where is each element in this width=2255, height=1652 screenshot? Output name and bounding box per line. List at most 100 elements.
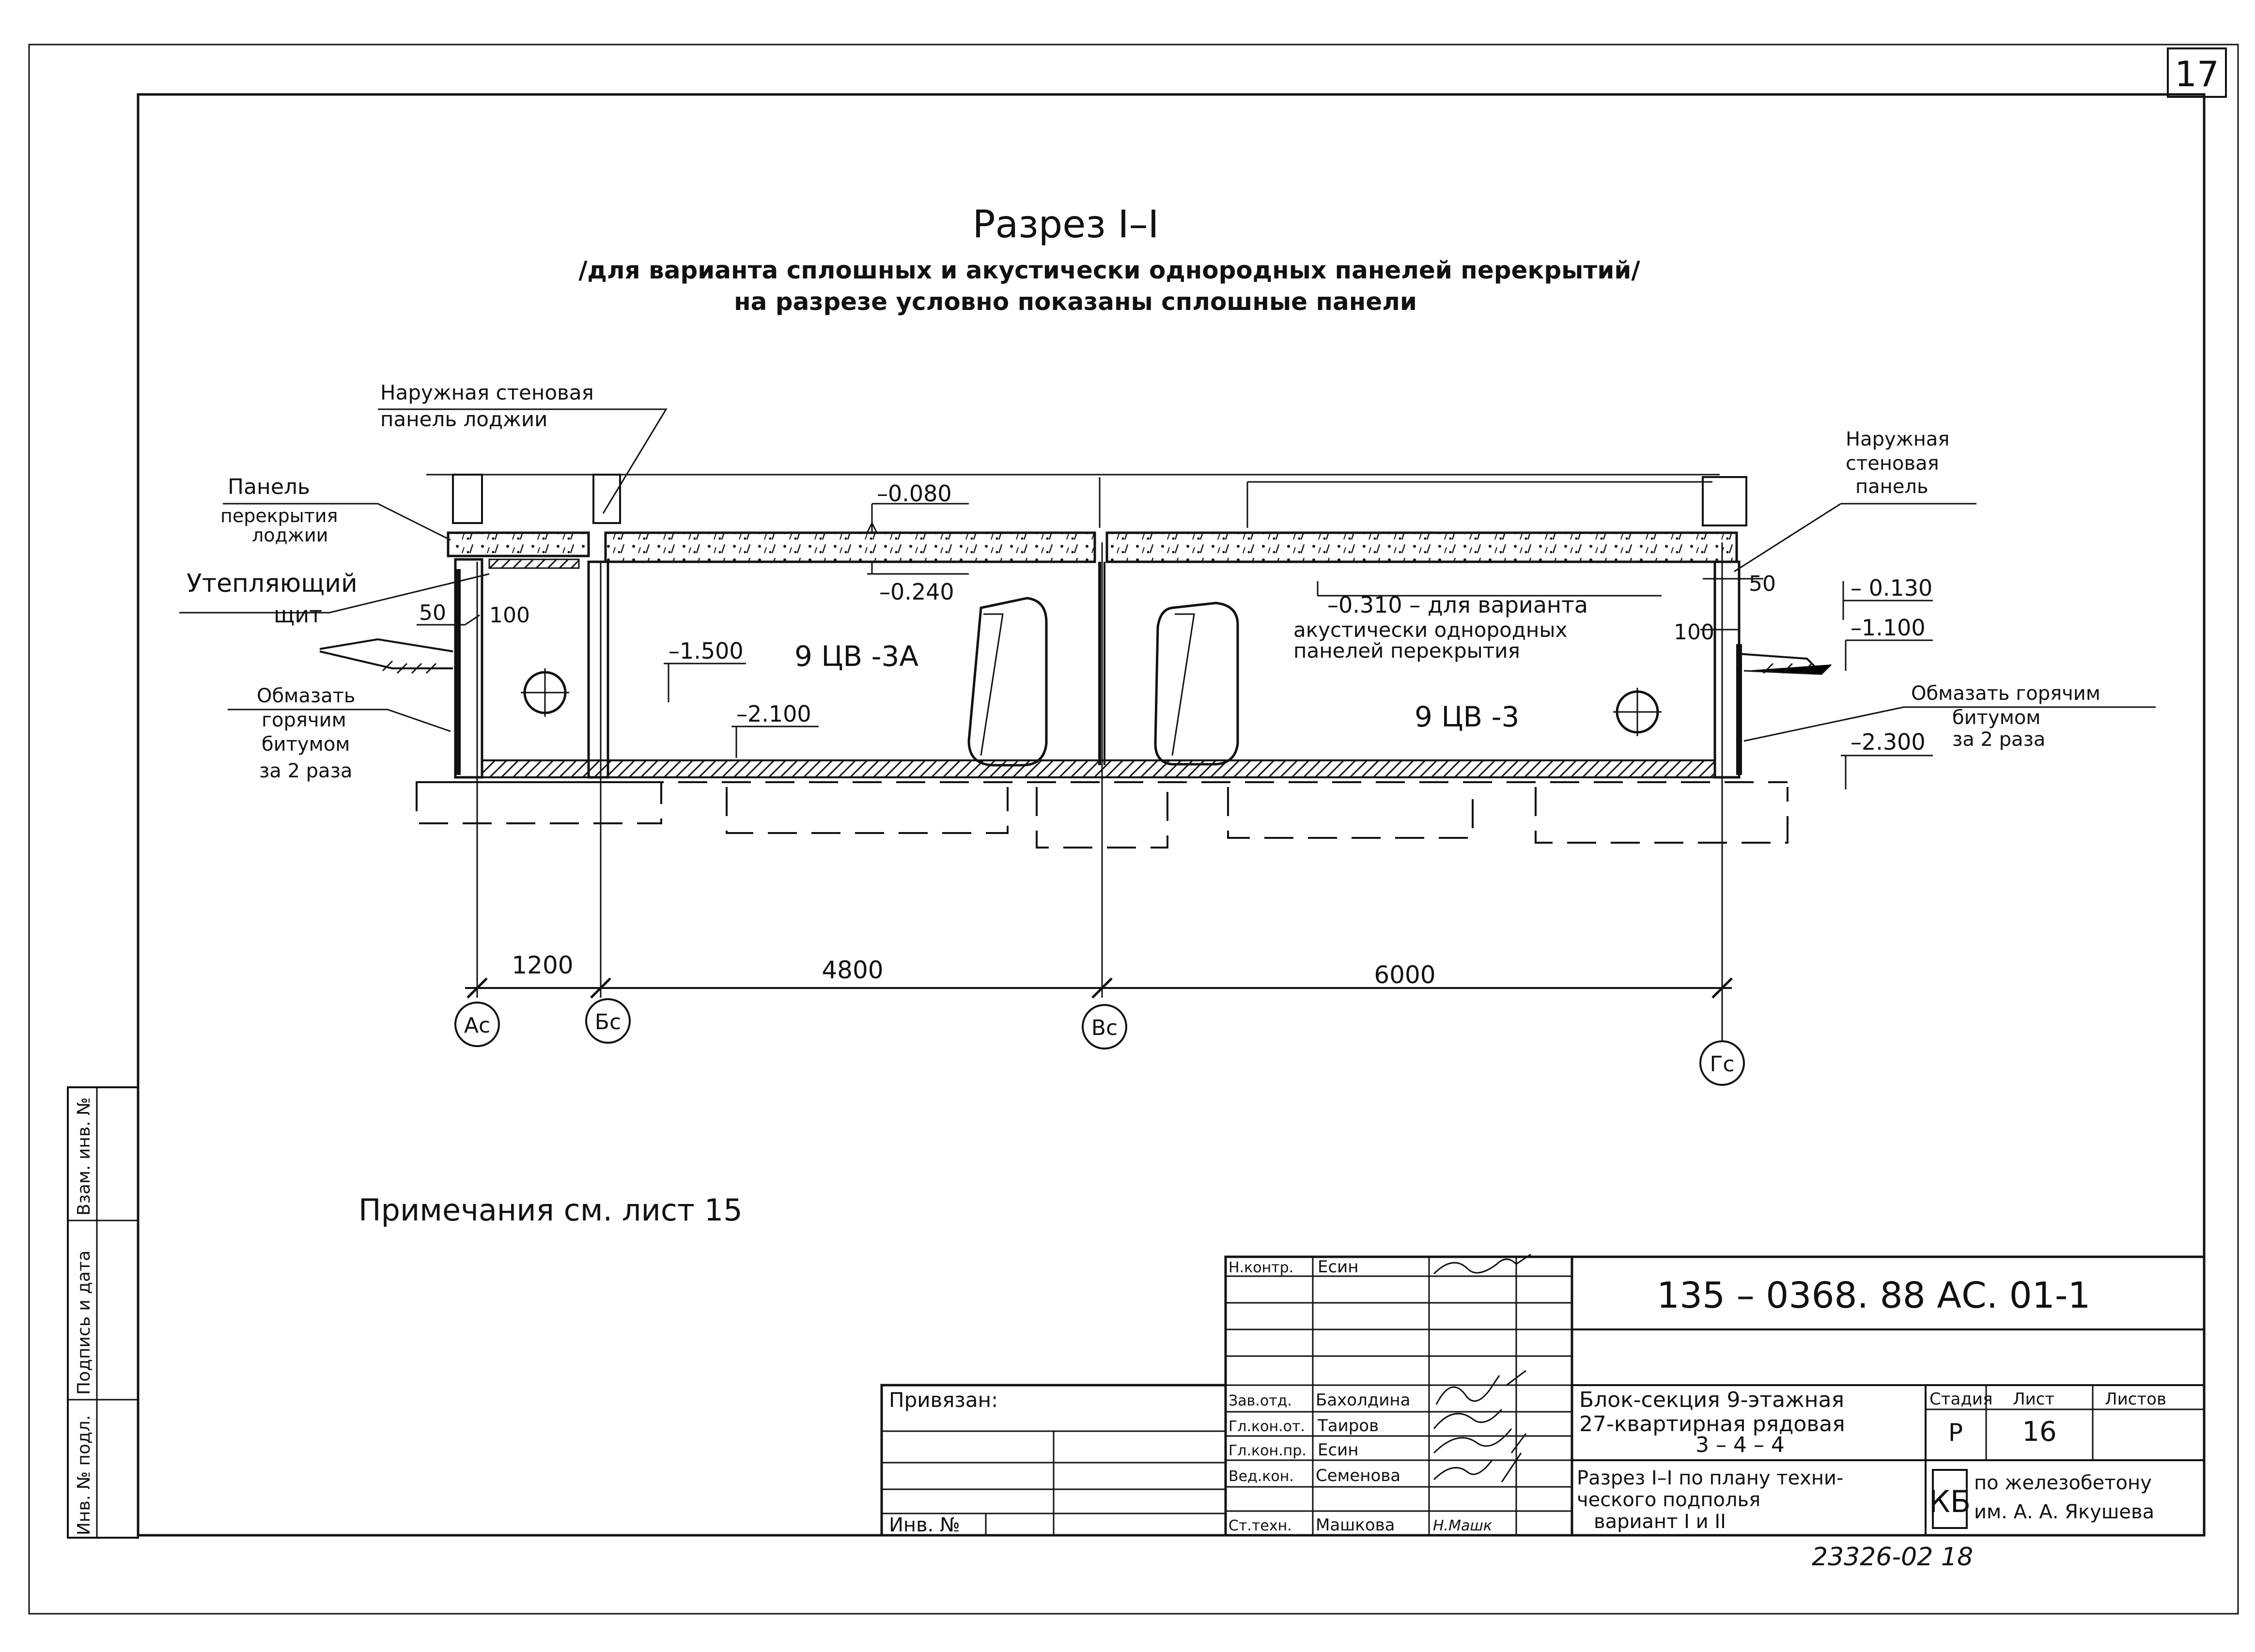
wall-bs — [587, 560, 609, 779]
project-line-2: 27-квартирная рядовая — [1579, 1412, 1845, 1436]
callout-acoustic-3: панелей перекрытия — [1293, 639, 1520, 663]
callout-acoustic-2: акустически однородных — [1293, 618, 1567, 642]
staff-name-3: Таиров — [1317, 1416, 1379, 1436]
dim-4800: 4800 — [822, 956, 883, 984]
leader-lines — [179, 408, 2156, 789]
side-stamp-3: Взам. инв. № — [74, 1097, 94, 1216]
block-label-left: 9 ЦВ -3А — [794, 640, 918, 673]
staff-name-1: Есин — [1318, 1257, 1359, 1277]
side-stamp: Инв. № подл. Подпись и дата Взам. инв. № — [67, 1086, 139, 1539]
callout-bitumen-left-3: битумом — [262, 733, 350, 756]
staff-role-5: Вед.кон. — [1229, 1468, 1294, 1485]
callout-acoustic-1: –0.310 – для варианта — [1327, 592, 1588, 618]
inv-no-label: Инв. № — [889, 1514, 960, 1536]
org-logo: КБ — [1929, 1484, 1971, 1519]
callout-bitumen-right-2: битумом — [1952, 707, 2040, 729]
opening-right — [1154, 602, 1239, 766]
privyazan-label: Привязан: — [889, 1388, 998, 1412]
stage-value: Р — [1948, 1419, 1963, 1447]
archive-number: 23326-02 18 — [1812, 1543, 1973, 1572]
dim-100-right: 100 — [1674, 620, 1714, 645]
side-stamp-1: Инв. № подл. — [74, 1415, 94, 1535]
elev-2300: –2.300 — [1851, 729, 1926, 755]
axis-a-label: Ас — [464, 1013, 490, 1038]
sheets-label: Листов — [2105, 1390, 2166, 1409]
callout-insulation-2: щит — [274, 602, 322, 628]
org-line-2: им. А. А. Якушева — [1974, 1501, 2154, 1523]
staff-name-5: Семенова — [1316, 1466, 1400, 1485]
drawing-line-1: Разрез I–I по плану техни- — [1577, 1467, 1843, 1489]
page-number: 17 — [2175, 54, 2219, 94]
sheet-label: Лист — [2013, 1390, 2054, 1409]
stage-label: Стадия — [1929, 1390, 1992, 1409]
callout-loggia-slab-3: лоджии — [252, 525, 328, 546]
staff-name-4: Есин — [1318, 1440, 1359, 1460]
note-text: Примечания см. лист 15 — [358, 1192, 743, 1228]
section-title: Разрез I–I — [972, 203, 1159, 247]
elev-0130: – 0.130 — [1851, 575, 1932, 601]
title-block — [880, 1255, 2206, 1537]
callout-loggia-wall-2: панель лоджии — [380, 407, 547, 431]
staff-role-4: Гл.кон.пр. — [1229, 1442, 1306, 1459]
elev-1100: –1.100 — [1851, 615, 1926, 641]
callout-bitumen-right-1: Обмазать горячим — [1911, 682, 2100, 705]
elev-1500: –1.500 — [669, 638, 744, 664]
side-stamp-2: Подпись и дата — [74, 1251, 94, 1395]
doc-code: 135 – 0368. 88 АС. 01-1 — [1657, 1275, 2091, 1316]
callout-bitumen-left-4: за 2 раза — [259, 760, 352, 782]
callout-ext-wall-1: Наружная — [1846, 428, 1949, 450]
callout-ext-wall-3: панель — [1855, 476, 1928, 498]
axis-a-bubble — [454, 1002, 500, 1047]
opening-left — [967, 597, 1048, 767]
outer-sheet-border — [28, 44, 2239, 1615]
callout-insulation-1: Утепляющий — [187, 569, 358, 598]
project-line-3: 3 – 4 – 4 — [1695, 1433, 1785, 1457]
staff-role-3: Гл.кон.от. — [1229, 1418, 1305, 1435]
elev-0080: –0.080 — [877, 480, 952, 507]
callout-bitumen-left-1: Обмазать — [257, 685, 356, 707]
axis-d-bubble — [1699, 1040, 1745, 1086]
staff-role-1: Н.контр. — [1229, 1259, 1293, 1276]
dim-50-right: 50 — [1749, 571, 1776, 596]
dim-50-left: 50 — [419, 601, 446, 625]
section-subtitle-2: на разрезе условно показаны сплошные пан… — [734, 288, 1417, 316]
dim-100-left: 100 — [489, 603, 530, 628]
span-dimensions — [465, 977, 1733, 999]
org-line-1: по железобетону — [1974, 1472, 2152, 1494]
loggia-slab — [447, 531, 590, 557]
staff-role-6: Ст.техн. — [1229, 1517, 1292, 1534]
page-number-box — [2167, 47, 2227, 98]
signatures — [1433, 1253, 1531, 1482]
axis-b-label: Бс — [595, 1010, 621, 1034]
dim-1200: 1200 — [512, 951, 573, 979]
axis-c-bubble — [1082, 1004, 1127, 1050]
callout-loggia-wall-1: Наружная стеновая — [380, 381, 594, 404]
callout-loggia-slab-1: Панель — [228, 475, 310, 499]
callout-bitumen-left-2: горячим — [262, 709, 346, 731]
building-section — [319, 474, 1832, 1041]
elev-0240: –0.240 — [879, 579, 954, 605]
sheet-number: 16 — [2022, 1416, 2056, 1448]
axis-c-label: Вс — [1091, 1016, 1118, 1040]
elev-2100: –2.100 — [736, 701, 811, 727]
floor-slab-2 — [1105, 531, 1738, 563]
drawing-line-3: вариант I и II — [1594, 1511, 1726, 1533]
right-outer-wall — [1713, 560, 1741, 779]
callout-ext-wall-2: стеновая — [1846, 452, 1939, 475]
block-label-right: 9 ЦВ -3 — [1415, 700, 1519, 733]
callout-bitumen-right-3: за 2 раза — [1952, 728, 2045, 751]
basement-floor — [481, 759, 1716, 778]
section-subtitle-1: /для варианта сплошных и акустически одн… — [578, 256, 1640, 284]
axis-b-bubble — [585, 998, 631, 1044]
last-signature-text: Н.Машк — [1433, 1517, 1492, 1534]
staff-name-6: Машкова — [1316, 1515, 1395, 1535]
axis-d-label: Гс — [1710, 1052, 1734, 1077]
drawing-line-2: ческого подполья — [1577, 1489, 1760, 1511]
staff-role-2: Зав.отд. — [1229, 1392, 1292, 1409]
callout-loggia-slab-2: перекрытия — [220, 505, 338, 526]
floor-slab-1 — [604, 531, 1096, 563]
project-line-1: Блок-секция 9-этажная — [1579, 1388, 1844, 1412]
staff-name-2: Бахолдина — [1316, 1390, 1410, 1410]
dim-6000: 6000 — [1374, 961, 1435, 989]
